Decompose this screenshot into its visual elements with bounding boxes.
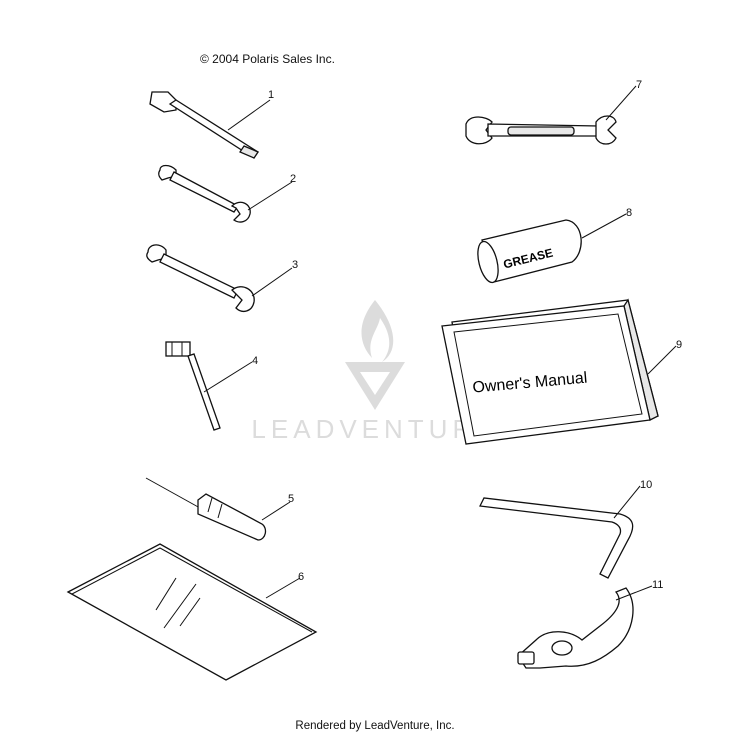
callout-3: 3 — [292, 259, 298, 271]
callout-2: 2 — [290, 173, 296, 185]
part-1-socket-driver: 1 — [149, 89, 274, 159]
callout-5: 5 — [288, 493, 294, 505]
part-10-l-hex-key: 10 — [479, 479, 652, 579]
callout-6: 6 — [298, 571, 304, 583]
callout-9: 9 — [676, 339, 682, 351]
part-11-spanner: 11 — [517, 579, 663, 669]
callout-11: 11 — [652, 579, 663, 591]
part-6-sheet: 6 — [66, 543, 318, 681]
callout-8: 8 — [626, 207, 632, 219]
watermark-text: LEADVENTURE — [251, 414, 498, 444]
part-4-hex-key: 4 — [165, 341, 258, 431]
part-3-wrench: 3 — [146, 244, 298, 313]
part-8-grease-tube: GREASE 8 — [477, 207, 632, 284]
callout-1: 1 — [268, 89, 274, 101]
leadventure-watermark: LEADVENTURE — [251, 300, 498, 444]
callout-7: 7 — [636, 79, 642, 91]
part-9-owners-manual: Owner's Manual 9 — [441, 298, 682, 445]
footer-text: Rendered by LeadVenture, Inc. — [295, 720, 455, 732]
part-2-wrench: 2 — [158, 164, 296, 223]
callout-4: 4 — [252, 355, 258, 367]
part-5-screwdriver: 5 — [145, 477, 294, 541]
copyright-text: © 2004 Polaris Sales Inc. — [200, 52, 335, 66]
part-7-wrench: 7 — [465, 79, 642, 145]
callout-10: 10 — [640, 479, 652, 491]
